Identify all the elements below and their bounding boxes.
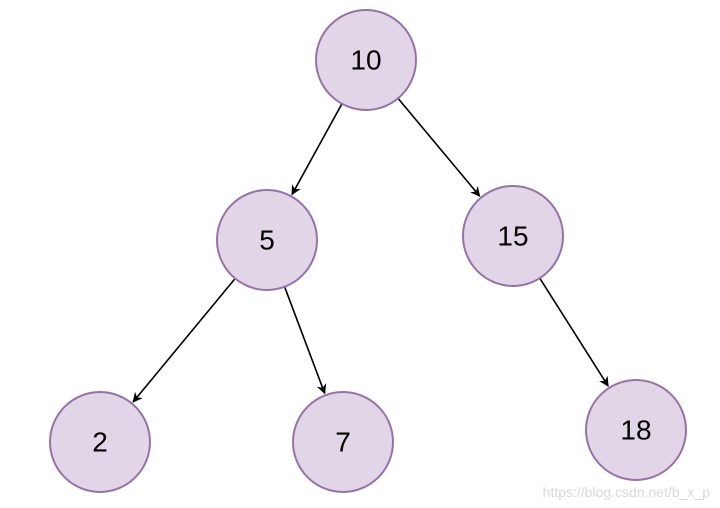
edge-n15-n18 (539, 277, 609, 387)
nodes-layer: 10 5 15 2 7 18 (49, 9, 687, 493)
node-label: 10 (350, 45, 381, 76)
edge-n5-n2 (132, 278, 236, 403)
node-circle (292, 391, 394, 493)
node-label: 2 (92, 427, 108, 458)
node-circle (216, 189, 318, 291)
node-label: 18 (620, 415, 651, 446)
node-label: 15 (497, 221, 528, 252)
tree-node-10: 10 (315, 9, 417, 111)
tree-node-7: 7 (292, 391, 394, 493)
node-circle (49, 391, 151, 493)
node-label: 7 (335, 427, 351, 458)
tree-node-18: 18 (585, 379, 687, 481)
tree-node-15: 15 (462, 185, 564, 287)
watermark-text: https://blog.csdn.net/b_x_p (542, 484, 710, 500)
tree-node-2: 2 (49, 391, 151, 493)
edges-layer (132, 97, 609, 403)
node-circle (585, 379, 687, 481)
tree-node-5: 5 (216, 189, 318, 291)
node-label: 5 (259, 225, 275, 256)
edge-n10-n5 (291, 103, 343, 196)
node-circle (315, 9, 417, 111)
edge-n10-n15 (397, 97, 481, 197)
node-circle (462, 185, 564, 287)
edge-n5-n7 (283, 286, 327, 395)
